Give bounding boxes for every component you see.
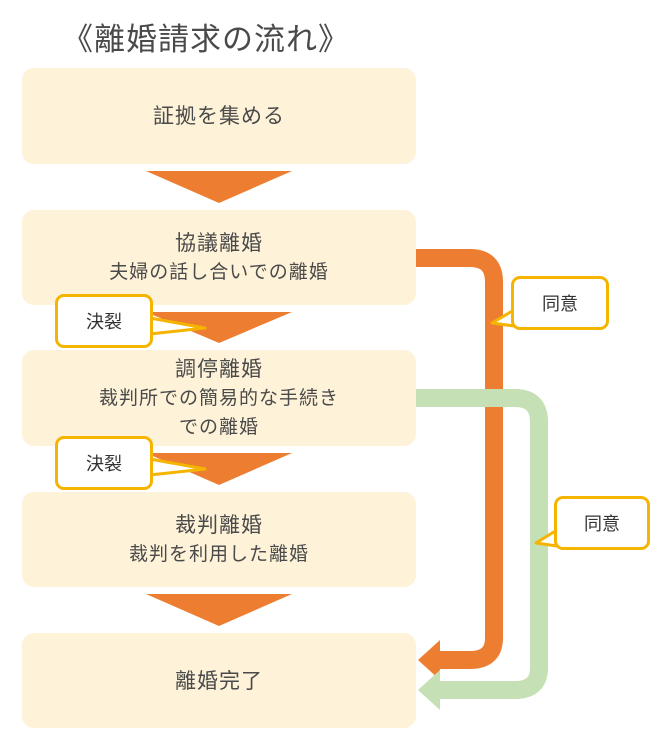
badge-rupture-1: 決裂 — [55, 294, 153, 348]
flow-arrow-2 — [146, 312, 292, 343]
step-label: 裁判離婚 — [175, 513, 263, 537]
step-saiban-rikon: 裁判離婚 裁判を利用した離婚 — [22, 492, 416, 587]
step-label: 協議離婚 — [175, 231, 263, 255]
step-label: 離婚完了 — [175, 668, 263, 693]
flow-arrow-4 — [146, 594, 292, 626]
step-kyogi-rikon: 協議離婚 夫婦の話し合いでの離婚 — [22, 210, 416, 305]
flow-arrow-1 — [146, 171, 292, 203]
step-label: 調停離婚 — [175, 357, 263, 381]
agree-arrow-green — [416, 389, 548, 699]
agree-arrowhead-green — [418, 670, 440, 710]
flow-arrow-3 — [146, 453, 292, 485]
step-description: 裁判を利用した離婚 — [128, 543, 309, 565]
badge-agree-1: 同意 — [511, 276, 609, 330]
step-collect-evidence: 証拠を集める — [22, 68, 416, 164]
step-divorce-complete: 離婚完了 — [22, 633, 416, 728]
agree-arrow-orange — [416, 249, 503, 669]
step-chotei-rikon: 調停離婚 裁判所での簡易的な手続き での離婚 — [22, 350, 416, 446]
step-description: 裁判所での簡易的な手続き での離婚 — [98, 387, 339, 438]
badge-rupture-2: 決裂 — [55, 436, 153, 490]
diagram-title: 《離婚請求の流れ》 — [62, 22, 350, 58]
agree-arrowhead-orange — [418, 640, 440, 680]
step-description: 夫婦の話し合いでの離婚 — [109, 261, 329, 283]
badge-agree-2: 同意 — [554, 496, 650, 550]
step-label: 証拠を集める — [153, 104, 285, 128]
